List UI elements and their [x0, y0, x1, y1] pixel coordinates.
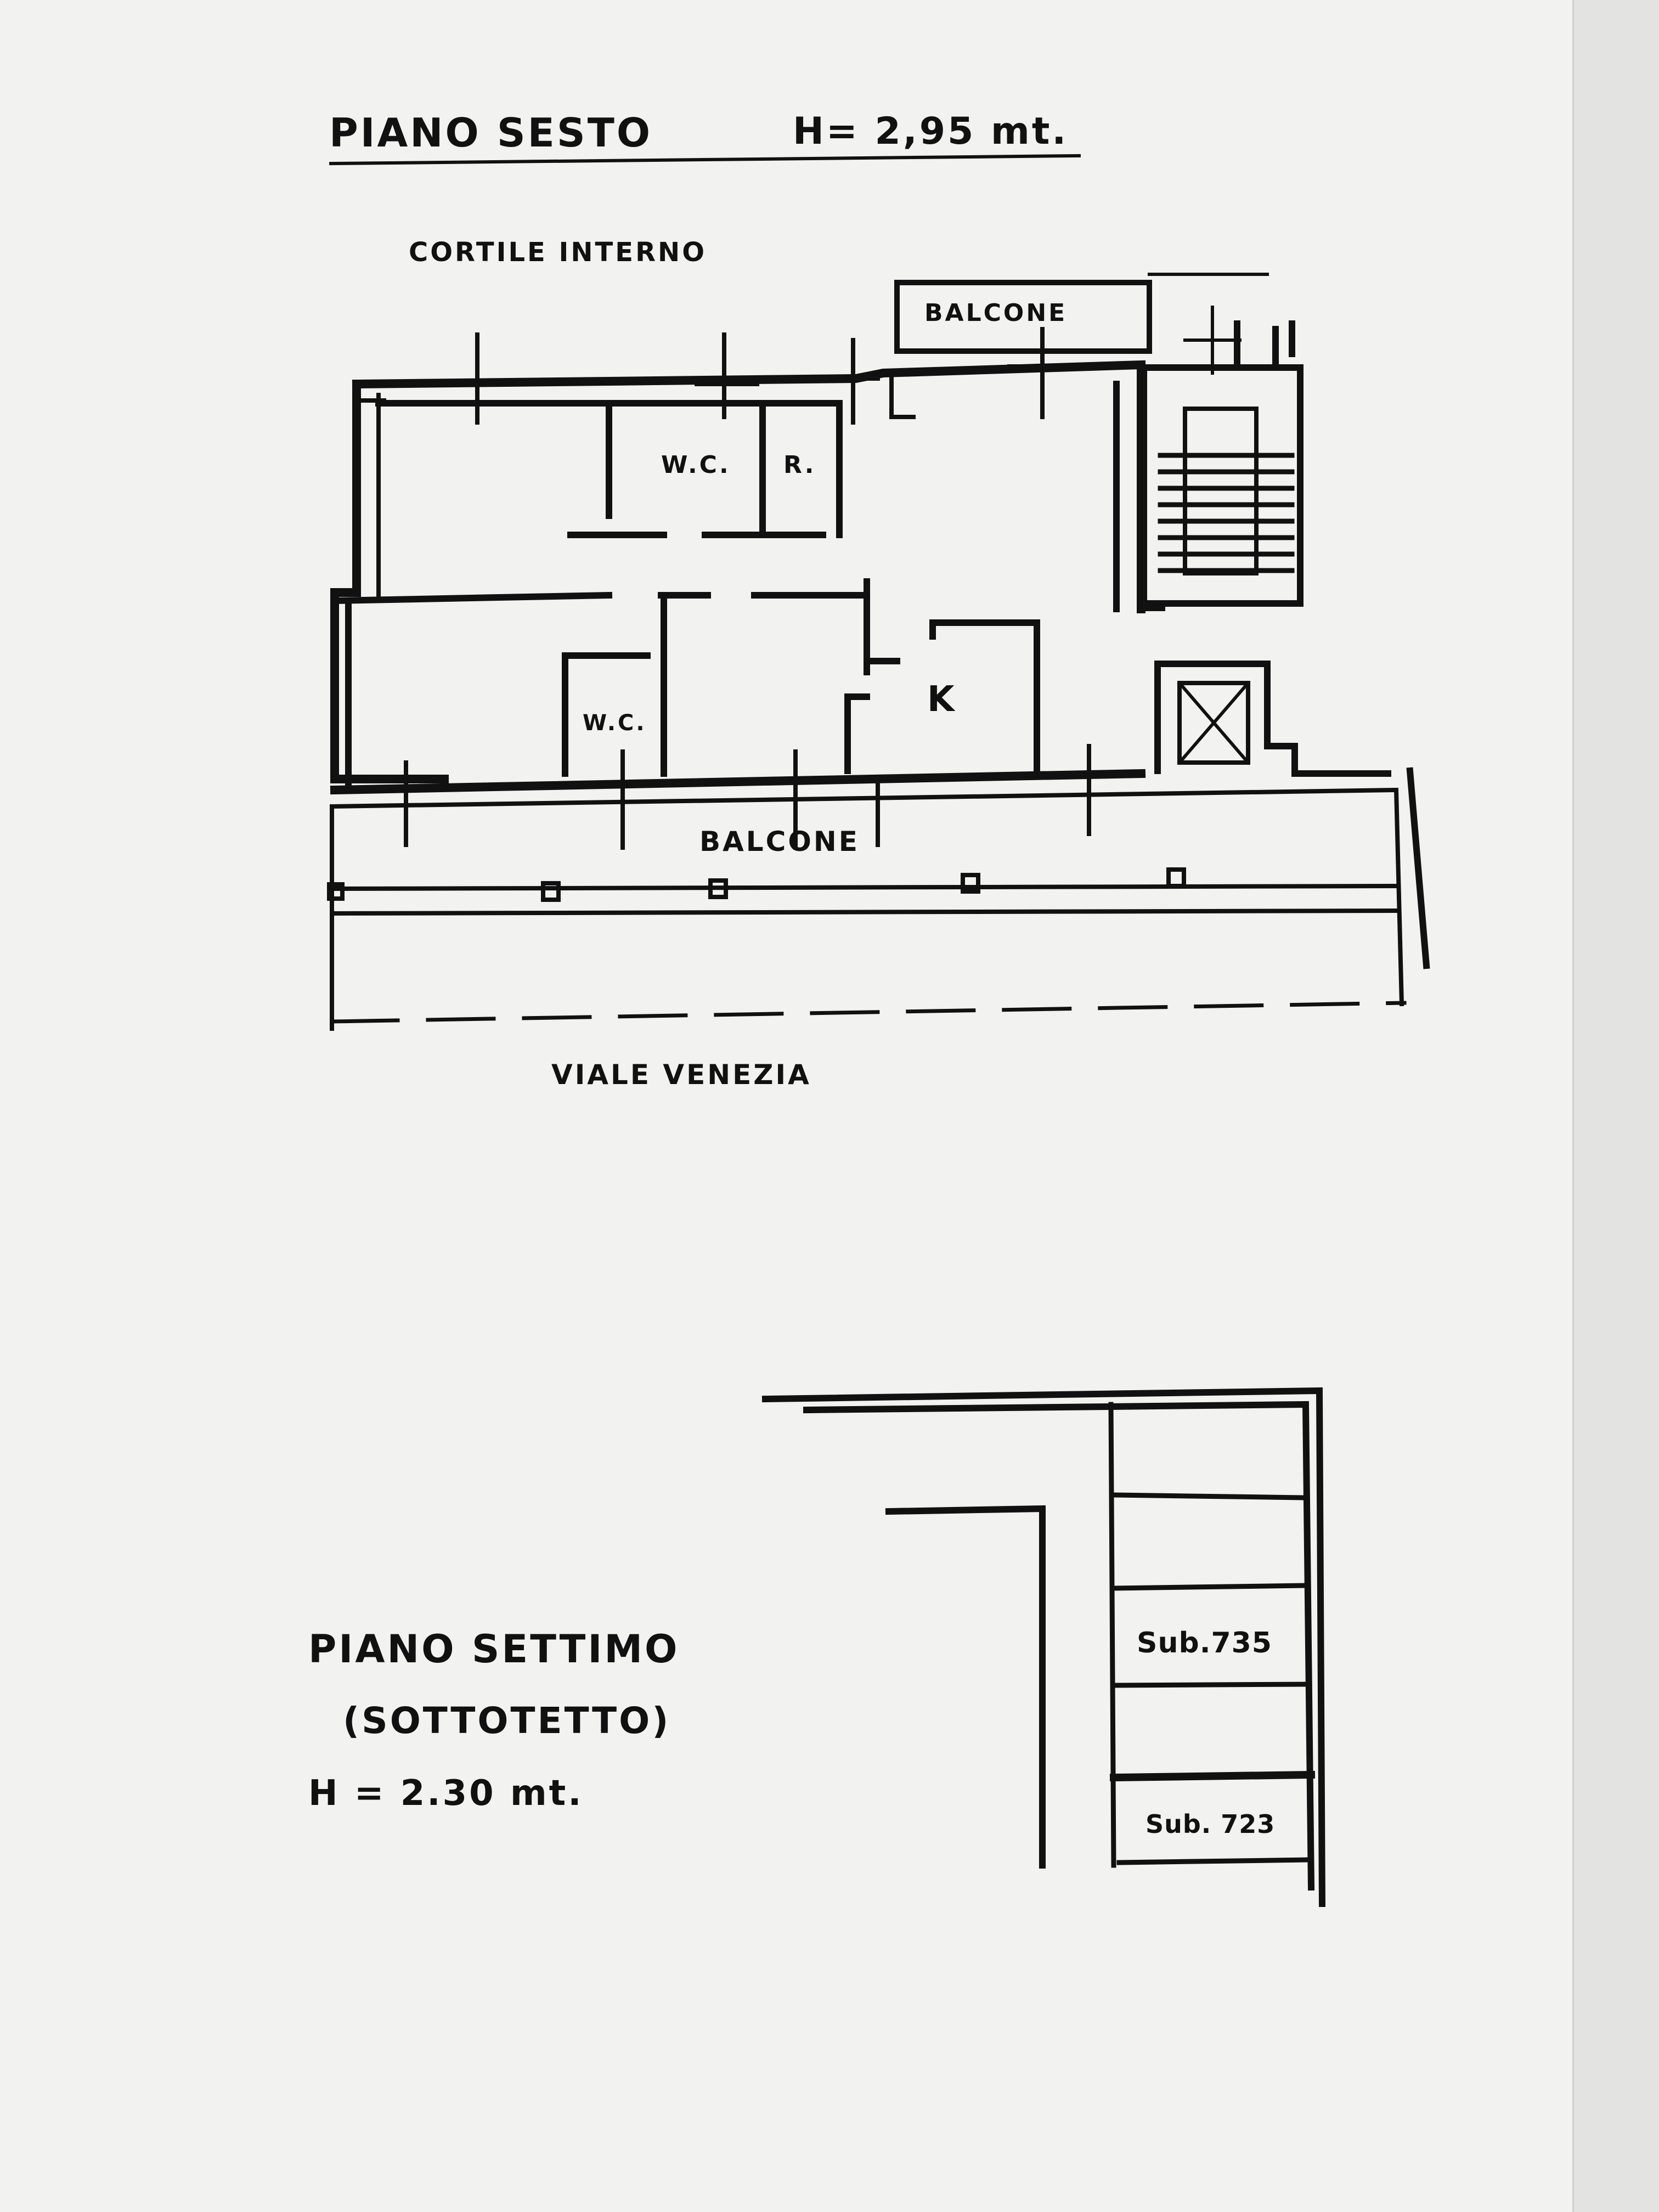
room-r-label: R. [783, 451, 816, 479]
sesto-outer-walls [330, 360, 1146, 795]
stairwell [1141, 306, 1304, 607]
elevator-shaft [1154, 661, 1391, 777]
wc-bottom-label: W.C. [583, 710, 647, 736]
settimo-subtitle: (SOTTOTETTO) [343, 1700, 671, 1742]
paper-edge [1572, 0, 1659, 2212]
stair-treads [1158, 453, 1295, 573]
settimo-height: H = 2.30 mt. [308, 1773, 584, 1814]
sesto-title: PIANO SESTO [329, 110, 653, 156]
settimo-title: PIANO SETTIMO [308, 1627, 680, 1672]
sesto-internal-walls [331, 381, 1120, 788]
balcone-top-box [894, 280, 1152, 354]
wc-top-label: W.C. [661, 451, 731, 479]
courtyard-label: CORTILE INTERNO [409, 237, 707, 268]
sesto-height: H= 2,95 mt. [793, 110, 1069, 153]
sub-735-label: Sub.735 [1137, 1627, 1272, 1660]
balcone-top-label: BALCONE [924, 299, 1068, 327]
kitchen-label: K [927, 679, 957, 720]
sesto-outer-walls-inner [354, 376, 1165, 611]
balcone-bottom-label: BALCONE [699, 826, 860, 857]
street-dashed-line [330, 1001, 1407, 1024]
sub-723-label: Sub. 723 [1146, 1809, 1276, 1839]
settimo-walls [761, 1387, 1326, 1908]
street-label: VIALE VENEZIA [551, 1059, 811, 1091]
balcone-bottom-edges [329, 767, 1430, 1031]
balcone-posts [327, 867, 1186, 902]
settimo-subdivisions [1108, 1402, 1316, 1868]
